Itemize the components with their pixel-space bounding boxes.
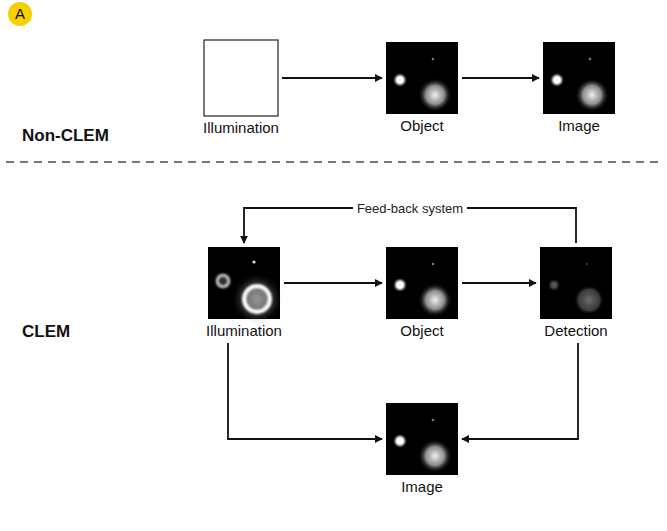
flow-arrow — [462, 77, 539, 79]
uniform-illumination — [204, 40, 278, 116]
image-panel: Image — [386, 403, 458, 495]
detection-image — [540, 247, 612, 319]
image-panel: Illumination — [208, 247, 280, 339]
flow-arrow — [462, 282, 536, 284]
image-panel: Object — [386, 42, 458, 134]
badge-circle — [8, 2, 32, 26]
row-label: Non-CLEM — [22, 126, 109, 146]
object-image — [386, 247, 458, 319]
flow-arrow — [462, 343, 578, 439]
separator-line — [6, 161, 662, 163]
panel-caption: Object — [346, 322, 498, 339]
edge-label: Feed-back system — [353, 201, 467, 216]
panel-letter: A — [14, 5, 26, 22]
result-image — [543, 42, 615, 114]
panel-caption: Image — [346, 478, 498, 495]
row-label: CLEM — [22, 322, 70, 342]
image-panel: Image — [543, 42, 615, 134]
panel-caption: Image — [503, 117, 655, 134]
panel-caption: Object — [346, 117, 498, 134]
structured-illumination — [208, 247, 280, 319]
object-image — [386, 42, 458, 114]
panel-caption: Illumination — [164, 119, 318, 136]
panel-caption: Illumination — [168, 322, 320, 339]
result-image — [386, 403, 458, 475]
image-panel: Object — [386, 247, 458, 339]
flow-arrow — [282, 77, 382, 79]
image-panel: Detection — [540, 247, 612, 339]
image-panel: Illumination — [204, 40, 278, 136]
flow-arrow — [284, 282, 382, 284]
flow-arrow — [228, 343, 382, 439]
panel-caption: Detection — [500, 322, 652, 339]
